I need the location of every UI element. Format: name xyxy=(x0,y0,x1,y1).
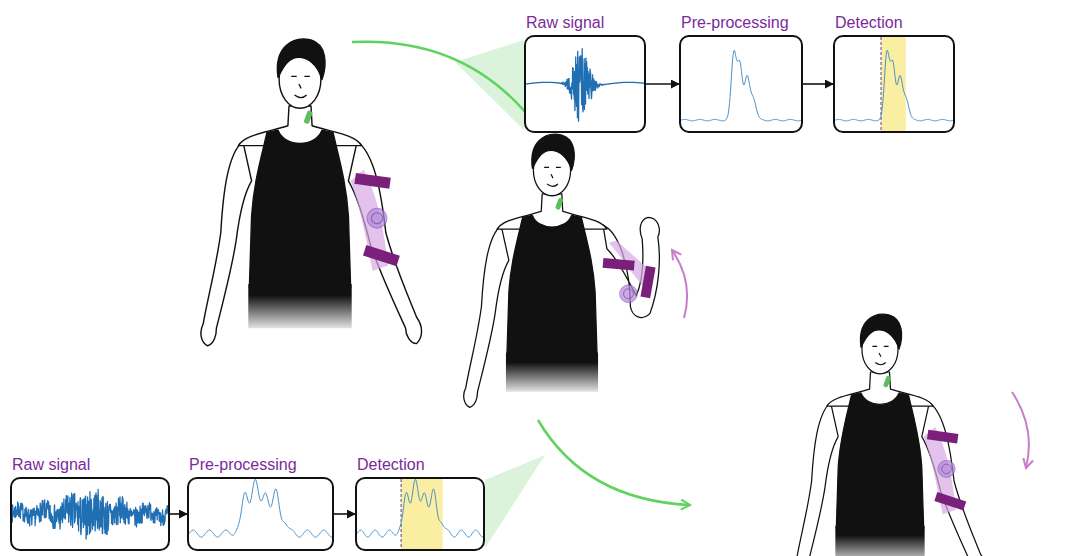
signal-panel: Raw signal xyxy=(10,477,170,551)
signal-trace xyxy=(526,49,644,121)
signal-plot xyxy=(189,479,332,549)
motion-arrow xyxy=(672,250,687,318)
signal-plot xyxy=(835,37,953,131)
signal-plot xyxy=(681,37,801,131)
signal-plot xyxy=(526,37,644,131)
person-figure xyxy=(201,39,422,346)
signal-panel: Detection xyxy=(355,477,485,551)
detection-window xyxy=(401,479,443,549)
signal-plot xyxy=(12,479,168,549)
onset-marker xyxy=(401,479,402,549)
transition-arrow xyxy=(538,420,690,505)
panel-heading: Pre-processing xyxy=(189,456,297,474)
signal-trace xyxy=(357,479,483,537)
signal-panel: Detection xyxy=(833,35,955,133)
flow-arrow xyxy=(170,513,187,515)
panel-heading: Raw signal xyxy=(12,456,90,474)
panel-heading: Detection xyxy=(357,456,425,474)
signal-trace xyxy=(189,479,332,537)
signal-panel: Raw signal xyxy=(524,35,646,133)
motion-arrow xyxy=(1012,392,1029,468)
panel-heading: Detection xyxy=(835,14,903,32)
person-figure xyxy=(794,314,985,556)
zoom-wedge xyxy=(485,455,545,548)
signal-trace xyxy=(681,50,801,121)
panel-heading: Raw signal xyxy=(526,14,604,32)
transition-arrow xyxy=(352,42,538,128)
person-figure xyxy=(464,134,660,407)
signal-panel: Pre-processing xyxy=(679,35,803,133)
flow-arrow xyxy=(803,83,833,85)
signal-panel: Pre-processing xyxy=(187,477,334,551)
signal-trace xyxy=(835,50,953,121)
signal-plot xyxy=(357,479,483,549)
panel-heading: Pre-processing xyxy=(681,14,789,32)
flow-arrow xyxy=(334,513,355,515)
zoom-wedge xyxy=(455,40,524,130)
signal-trace xyxy=(12,490,168,540)
flow-arrow xyxy=(646,83,679,85)
